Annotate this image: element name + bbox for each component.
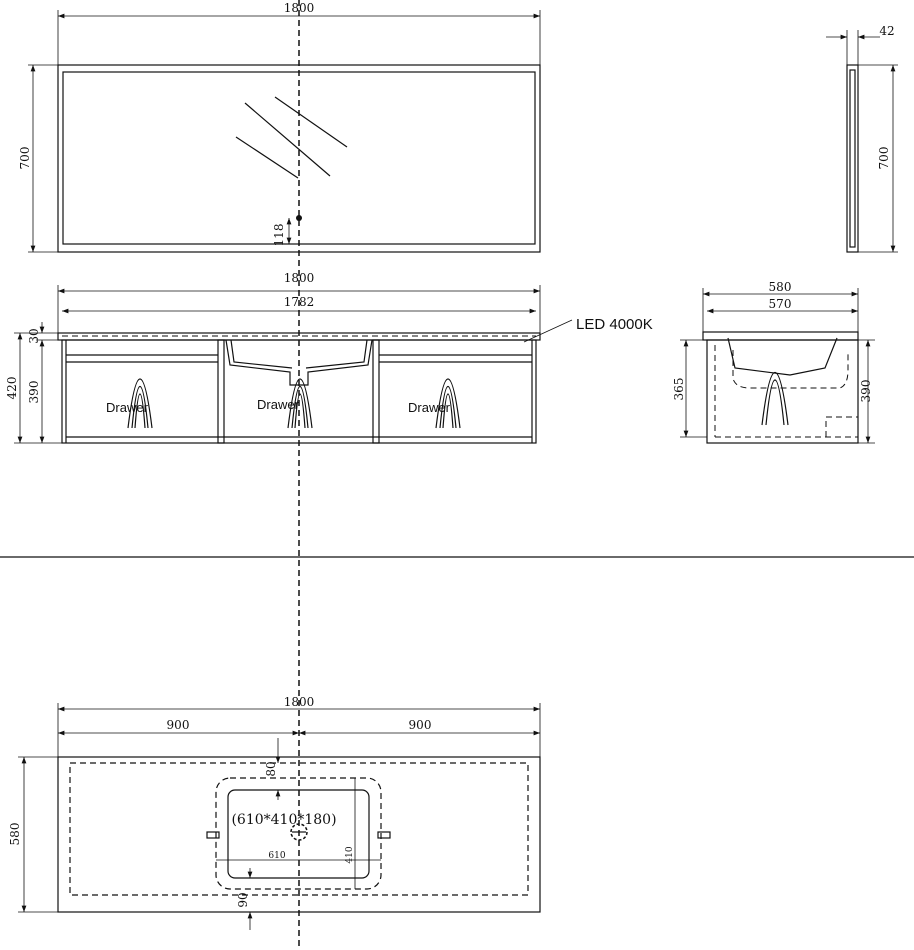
side-body-height-label: 390: [859, 380, 873, 403]
light-offset-label: 118: [272, 224, 286, 247]
led-label: LED 4000K: [576, 316, 653, 333]
side-depth-label: 580: [769, 280, 792, 294]
basin-depth-label: 410: [345, 846, 355, 863]
front-offset-label: 80: [264, 761, 278, 776]
basin-width-label: 610: [268, 851, 285, 861]
drawer-handle-icons: [127, 378, 461, 429]
total-height-label: 420: [5, 377, 19, 400]
drawer-label-right: Drawer: [408, 400, 451, 415]
plan-view: 1800 900 900 (610*410*180) 610 410 80 90…: [8, 695, 541, 930]
body-height-label: 390: [27, 381, 41, 404]
plan-right-half-label: 900: [409, 718, 432, 732]
top-thickness-label: 30: [27, 328, 41, 343]
mirror-side-height-label: 700: [877, 147, 891, 170]
vanity-front-view: 1800 1782 Drawer Drawer Drawer LED 4000K…: [5, 271, 653, 444]
mirror-side-view: 42 700: [826, 24, 898, 253]
mirror-width-label: 1800: [284, 1, 315, 15]
drawer-label-center: Drawer: [257, 397, 300, 412]
vanity-width-label: 1800: [284, 271, 315, 285]
plan-depth-label: 580: [8, 823, 22, 846]
side-inner-depth-label: 570: [769, 297, 792, 311]
basin-spec-label: (610*410*180): [231, 812, 336, 828]
mirror-height-label: 700: [18, 147, 32, 170]
vanity-inner-width-label: 1782: [284, 295, 315, 309]
back-offset-label: 90: [236, 892, 250, 907]
mirror-front-view: 1800 700 118: [18, 1, 541, 253]
plan-left-half-label: 900: [167, 718, 190, 732]
side-basin-height-label: 365: [672, 378, 686, 401]
mirror-depth-label: 42: [879, 24, 894, 38]
vanity-side-view: 580 570 365 390: [672, 280, 875, 444]
drawer-label-left: Drawer: [106, 400, 149, 415]
plan-width-label: 1800: [284, 695, 315, 709]
